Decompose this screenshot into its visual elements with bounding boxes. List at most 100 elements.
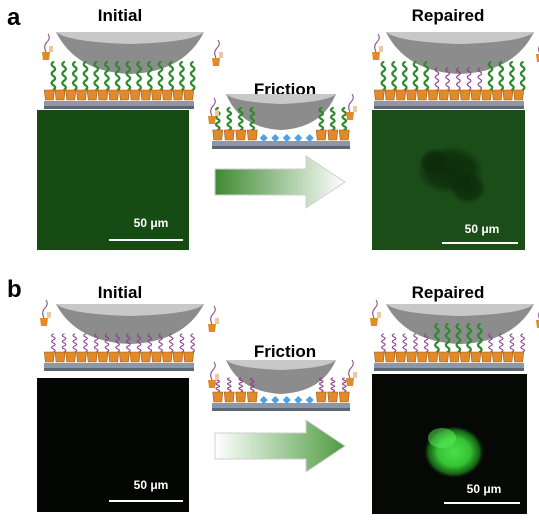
host-molecule [208,116,216,124]
host-molecule [513,89,524,101]
host-molecule [65,351,77,363]
host-molecule [44,351,55,363]
host-molecule [161,351,173,363]
guest-site [294,134,303,142]
schematic-initial-a [42,32,223,109]
linker [219,52,223,58]
polymer-chain [157,60,164,92]
host-molecule [395,89,407,101]
schematic-repaired-a [372,32,539,109]
polymer-chain [401,60,408,92]
substrate-worn [212,391,350,411]
free-molecule-left [40,299,51,326]
host-molecule [384,89,396,101]
polymer-chain [341,377,347,393]
host-molecule [208,380,216,388]
linker [353,372,357,378]
substrate-bar-shadow [44,368,194,371]
polymer-chain [249,377,255,393]
polymer-chain [434,322,440,354]
polymer-chain [50,60,57,92]
polymer-chain [215,377,221,393]
polymer-chain [456,67,461,91]
scale-bar [444,502,520,504]
host-molecule [406,351,417,363]
substrate [44,89,194,109]
polymer-chain [476,322,483,354]
host-molecule [235,129,247,141]
host-molecule [151,89,162,101]
polymer-chain [466,322,472,354]
free-molecule-left [208,361,219,388]
linker [215,110,219,116]
substrate-bar [374,101,524,106]
scale-label: 50 μm [133,216,169,230]
substrate-bar [374,363,524,368]
schematic-friction-a [208,93,357,149]
host-molecule [338,391,350,403]
progress-arrow-b [214,419,346,473]
polymer-chain [115,333,120,353]
friction-ball [56,32,204,74]
polymer-chain [498,333,504,353]
polymer-chain-layer [51,333,195,353]
host-molecule [536,320,539,328]
host-molecule [212,391,224,403]
polymer-chain [318,106,325,132]
polymer-chain [329,106,336,132]
host-molecule [97,351,109,363]
polymer-chain [61,333,67,353]
polymer-chain [210,361,216,381]
scale-label: 50 μm [466,482,502,496]
polymer-chain [391,60,397,92]
polymer-chain [42,299,48,319]
host-molecule [76,351,87,363]
scale-bar [442,242,518,244]
host-molecule [54,89,66,101]
polymer-chain [238,377,244,393]
schematic-repaired-b [370,299,539,371]
polymer-chain [71,60,78,92]
host-molecule [44,89,55,101]
host-molecule [108,89,119,101]
host-molecule [223,391,235,403]
micrograph-repaired-a: 50 μm [372,110,525,250]
polymer-chain [44,33,50,53]
substrate-bar-shadow [212,146,350,149]
polymer-chain [179,60,185,92]
host-molecule [76,89,87,101]
substrate-worn [212,129,350,149]
host-molecule [427,89,439,101]
polymer-chain [374,33,380,53]
polymer-chain [226,106,233,132]
polymer-chain [444,322,451,354]
host-molecule [246,391,258,403]
host-molecule [470,89,482,101]
polymer-chain [210,97,216,117]
substrate-bar-shadow [374,106,524,109]
progress-arrow-a [214,155,346,209]
host-molecule [129,89,141,101]
linker [353,106,357,112]
scale-bar [109,500,183,502]
host-molecule [119,89,130,101]
polymer-chain [147,333,153,353]
host-molecule [212,58,220,66]
host-molecule [42,52,50,60]
host-molecule [161,89,173,101]
guest-site [305,134,314,142]
host-molecule [449,89,460,101]
host-molecule [374,351,385,363]
host-molecule [97,89,109,101]
polymer-chain [318,377,324,393]
polymer-chain [330,377,336,393]
guest-site [271,396,280,404]
polymer-brush-layer [50,60,196,92]
wear-defect [416,146,486,204]
polymer-chain [104,60,110,92]
guest-site [305,396,314,404]
scale-label: 50 μm [133,478,169,492]
polymer-chain [158,333,163,353]
polymer-chain [466,67,472,91]
polymer-chain [509,333,515,353]
